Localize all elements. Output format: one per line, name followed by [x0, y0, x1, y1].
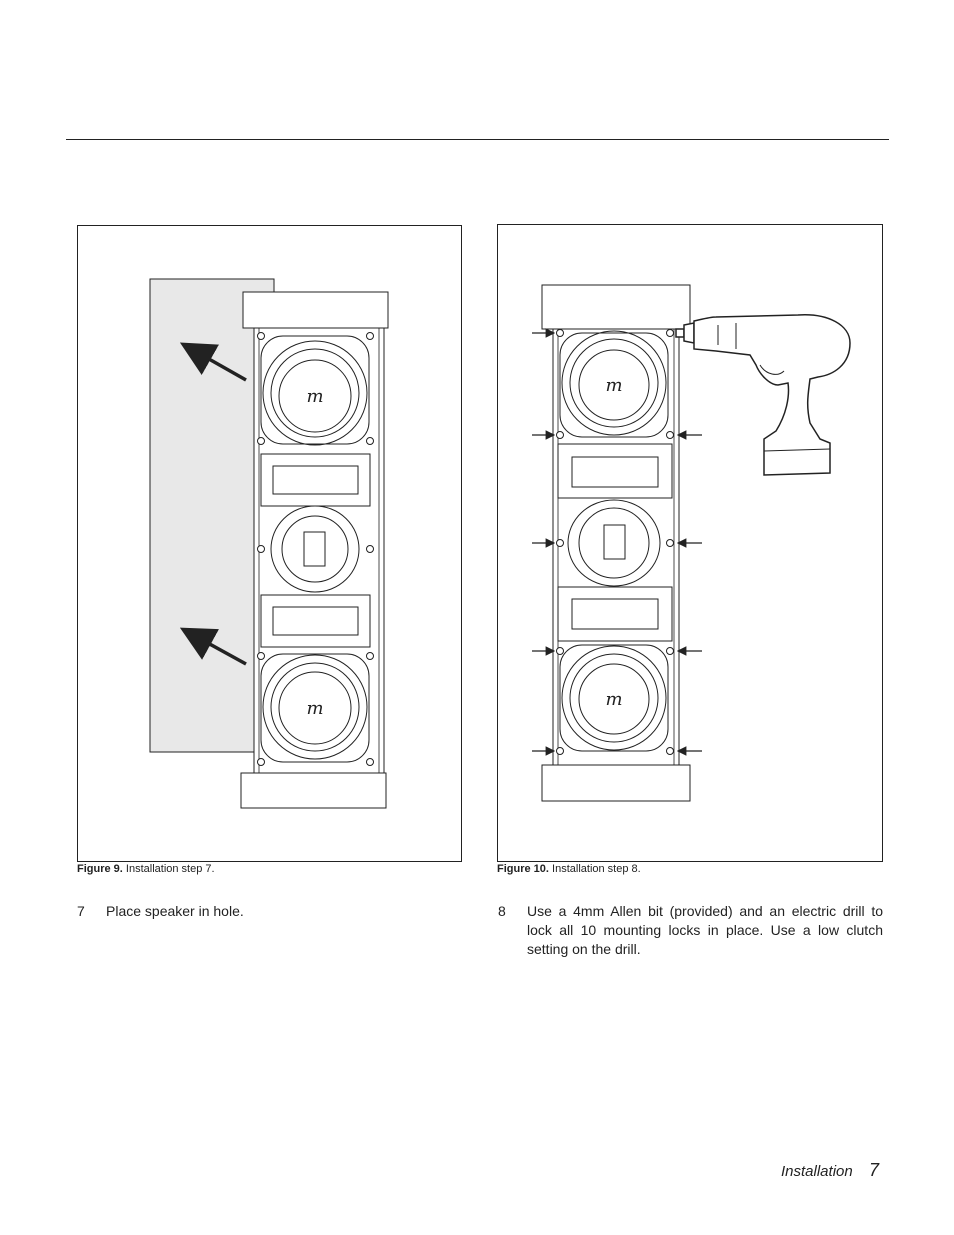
step-number: 8 [498, 903, 506, 919]
svg-text:m: m [306, 386, 323, 407]
figure-10-caption: Figure 10. Installation step 8. [497, 863, 641, 875]
arrow-icon [179, 342, 247, 382]
figure-9-caption: Figure 9. Installation step 7. [77, 863, 215, 875]
header-rule [66, 139, 889, 140]
step-text: Use a 4mm Allen bit (provided) and an el… [527, 903, 883, 957]
svg-text:m: m [605, 689, 622, 710]
mounting-lock-arrow-icon [532, 328, 556, 756]
mounting-lock-arrow-icon [676, 430, 702, 756]
speaker-illustration: m m [541, 284, 691, 802]
mounting-locks-drawing: m m [532, 284, 851, 802]
svg-text:m: m [306, 698, 323, 719]
electric-drill-illustration [675, 314, 851, 476]
arrow-icon [179, 627, 247, 666]
svg-text:m: m [605, 375, 622, 396]
page-number: 7 [869, 1160, 880, 1180]
step-number: 7 [77, 903, 85, 919]
figure-9-illustration: m m [77, 225, 462, 862]
speaker-illustration: m m [240, 291, 389, 809]
step-text: Place speaker in hole. [106, 903, 244, 919]
footer-section-title: Installation [781, 1163, 853, 1180]
speaker-into-hole-drawing: m m [149, 278, 389, 809]
figure-10-illustration: m m [497, 224, 883, 862]
